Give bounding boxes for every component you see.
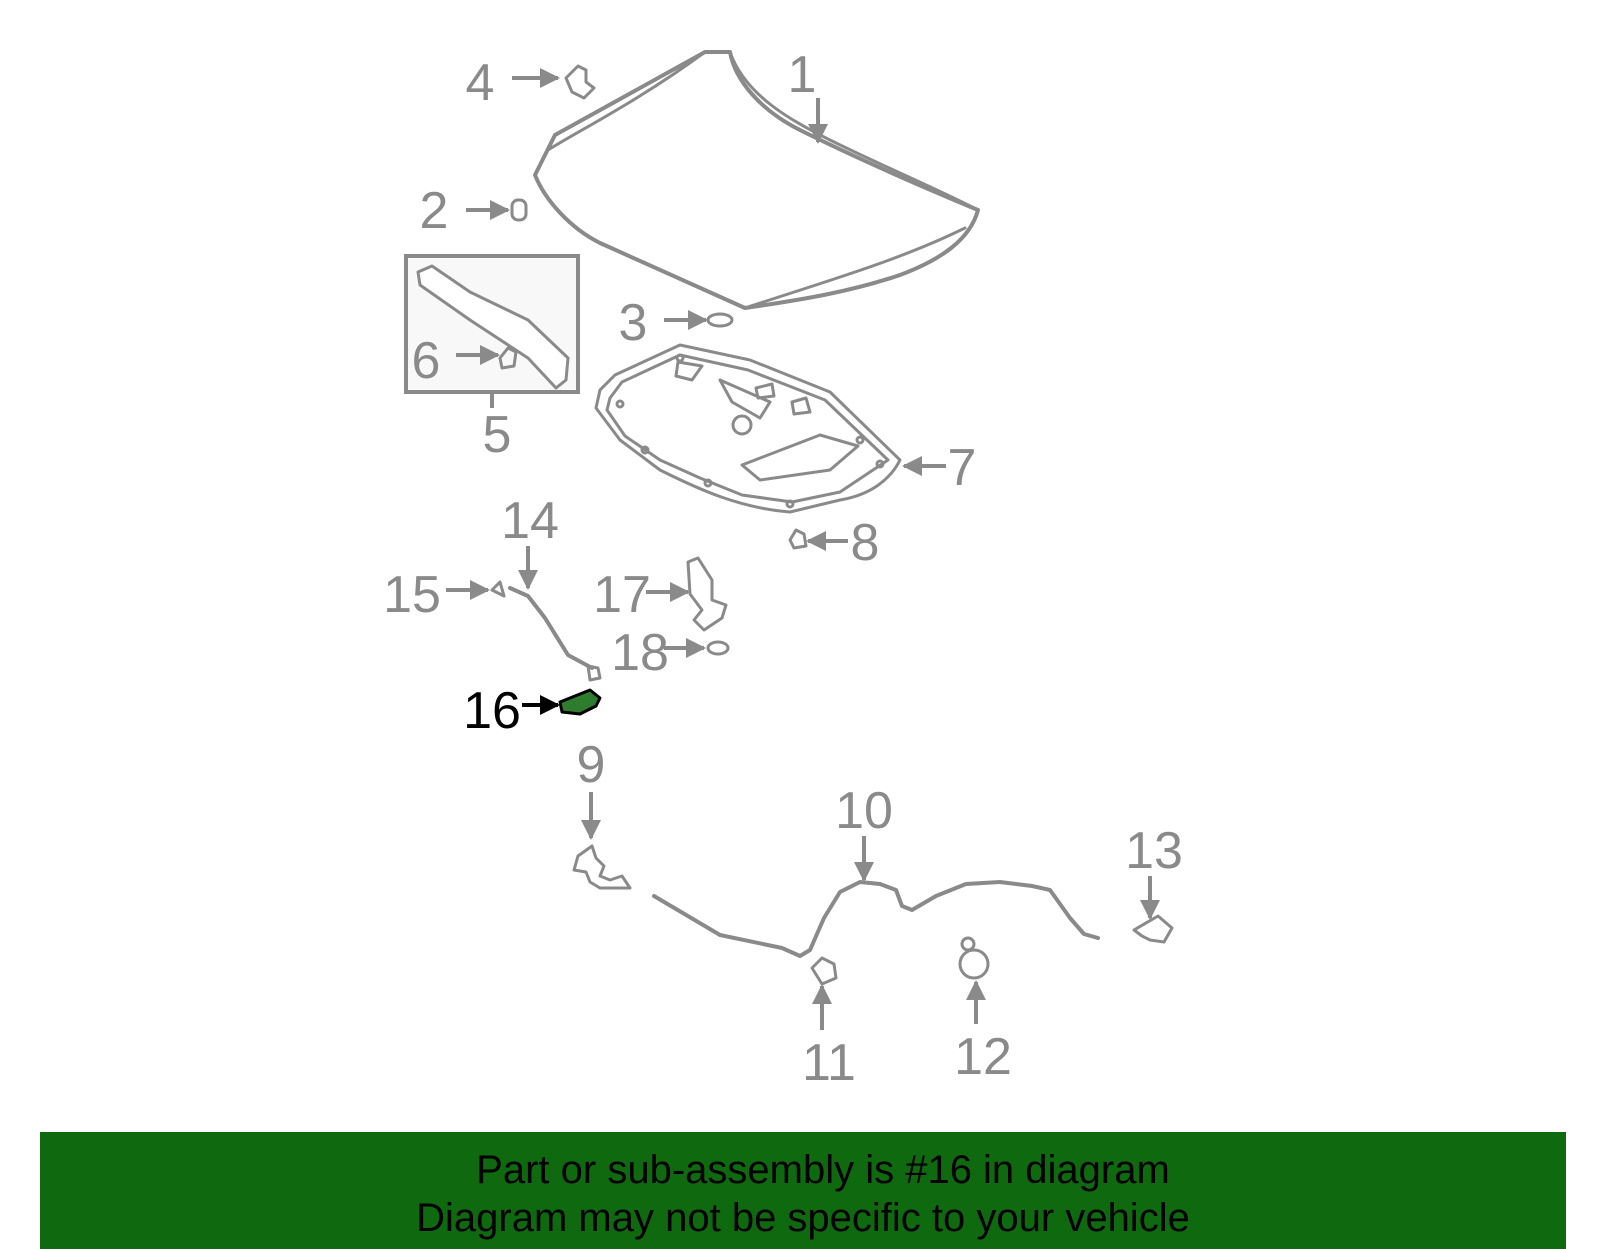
callout-13: 13 — [1125, 822, 1183, 880]
callout-12: 12 — [954, 1028, 1012, 1086]
part-3-seal — [706, 312, 734, 328]
part-15-grommet — [490, 580, 506, 598]
callout-10: 10 — [835, 782, 893, 840]
part-9-lock — [572, 844, 632, 890]
callout-18: 18 — [611, 624, 669, 682]
part-2-bumper — [510, 198, 528, 222]
part-18-grommet — [706, 640, 730, 656]
part-8-clip — [788, 528, 808, 550]
part-16-highlighted — [558, 688, 602, 716]
callout-3: 3 — [619, 294, 648, 352]
callout-11: 11 — [802, 1034, 856, 1092]
part-11-clip — [810, 956, 838, 986]
callout-9: 9 — [577, 736, 606, 794]
part-1-hood — [533, 50, 980, 310]
callout-6: 6 — [412, 332, 441, 390]
banner-line-2: Diagram may not be specific to your vehi… — [416, 1196, 1190, 1240]
part-14-support-rod — [508, 586, 602, 682]
callout-2: 2 — [420, 182, 449, 240]
callout-14: 14 — [501, 492, 559, 550]
callout-7: 7 — [948, 439, 977, 497]
callout-15: 15 — [383, 566, 441, 624]
part-12-clip — [958, 936, 990, 980]
part-13-handle — [1132, 914, 1174, 944]
callout-4: 4 — [466, 54, 495, 112]
callout-1: 1 — [788, 46, 817, 104]
callout-5: 5 — [483, 406, 512, 464]
banner-line-1: Part or sub-assembly is #16 in diagram — [476, 1148, 1170, 1192]
info-banner: Part or sub-assembly is #16 in diagram D… — [40, 1132, 1566, 1249]
part-5-assembly-box — [404, 254, 580, 394]
part-10-release-cable — [652, 880, 1100, 958]
callout-17: 17 — [593, 566, 651, 624]
callout-8: 8 — [851, 514, 880, 572]
part-4-clip — [564, 64, 596, 100]
part-17-holder — [686, 556, 728, 632]
part-7-insulator — [594, 343, 902, 514]
callout-16: 16 — [463, 682, 521, 740]
